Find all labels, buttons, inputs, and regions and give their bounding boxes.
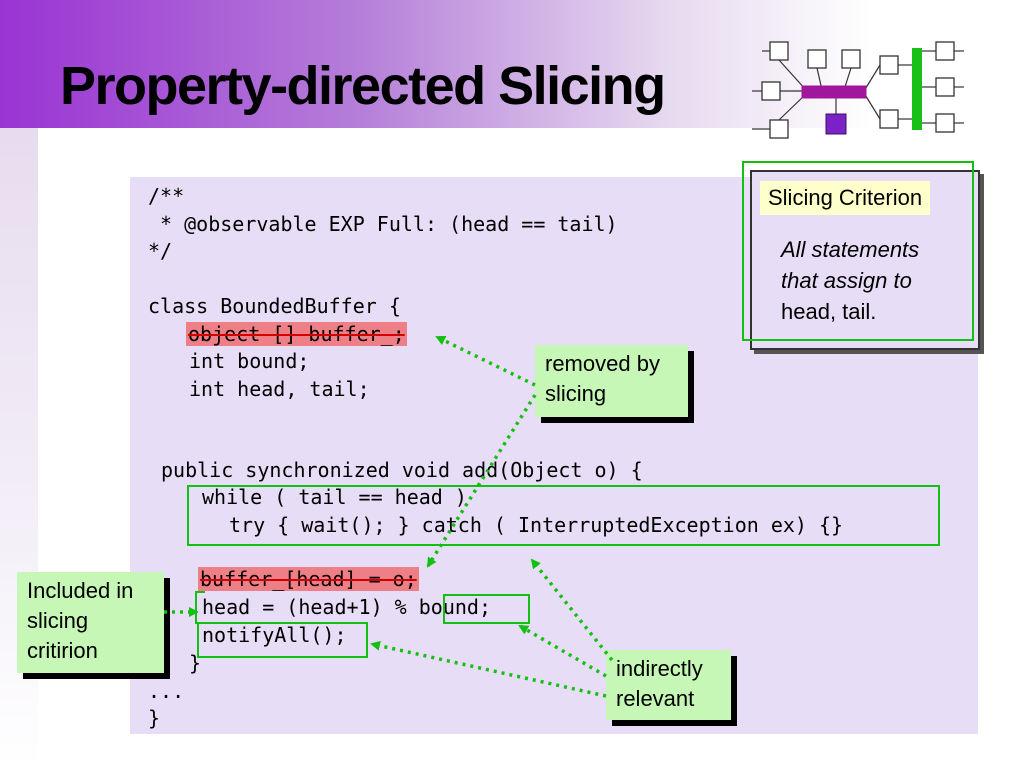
callout-included-line-2: slicing [27, 608, 89, 633]
code-notify-all: notifyAll(); [202, 623, 347, 647]
removed-code-highlight: buffer_[head] = o; [198, 567, 419, 591]
callout-indirectly-relevant: indirectly relevant [606, 650, 731, 720]
code-comment-open: /** [148, 184, 185, 208]
code-bound-field: int bound; [189, 349, 310, 373]
slide-title: Property-directed Slicing [60, 56, 666, 116]
removed-code-highlight: object [] buffer_; [186, 322, 407, 346]
criterion-outline [742, 161, 974, 341]
callout-relevant-line-1: indirectly [616, 656, 703, 681]
callout-removed-line-1: removed by [545, 351, 660, 376]
slicing-graph-logo [752, 41, 964, 139]
code-while-loop: while ( tail == head ) [202, 485, 467, 509]
code-ellipsis: ... [148, 679, 185, 703]
code-head-increment-expr: head = (head+1) % [202, 595, 419, 619]
criterion-line-2: that assign to [781, 268, 912, 293]
criterion-line-3: head, tail. [781, 299, 877, 324]
callout-relevant-line-2: relevant [616, 686, 695, 711]
criterion-description: All statements that assign to head, tail… [781, 234, 961, 327]
code-head-increment: head = (head+1) % bound; [202, 594, 491, 620]
callout-removed-line-2: slicing [545, 381, 607, 406]
callout-included-line-1: Included in [27, 578, 134, 603]
code-add-method-signature: public synchronized void add(Object o) { [161, 458, 643, 482]
code-class-close-brace: } [148, 706, 161, 730]
criterion-line-1: All statements [781, 237, 920, 262]
code-observable-annotation: * @observable EXP Full: (head == tail) [148, 212, 618, 236]
code-removed-buffer-assign: buffer_[head] = o; [198, 566, 419, 592]
callout-included-line-3: critirion [27, 638, 98, 663]
code-try-wait: try { wait(); } catch ( InterruptedExcep… [229, 513, 844, 537]
code-comment-close: */ [148, 239, 173, 263]
code-class-declaration: class BoundedBuffer { [148, 294, 401, 318]
code-method-close-brace: } [189, 651, 202, 675]
callout-included-in-criterion: Included in slicing critirion [17, 572, 164, 673]
code-bound-reference: bound; [418, 595, 491, 619]
callout-removed-by-slicing: removed by slicing [535, 345, 688, 417]
code-removed-buffer-field: object [] buffer_; [186, 321, 407, 347]
code-head-tail-field: int head, tail; [189, 377, 370, 401]
criterion-label: Slicing Criterion [760, 181, 931, 215]
